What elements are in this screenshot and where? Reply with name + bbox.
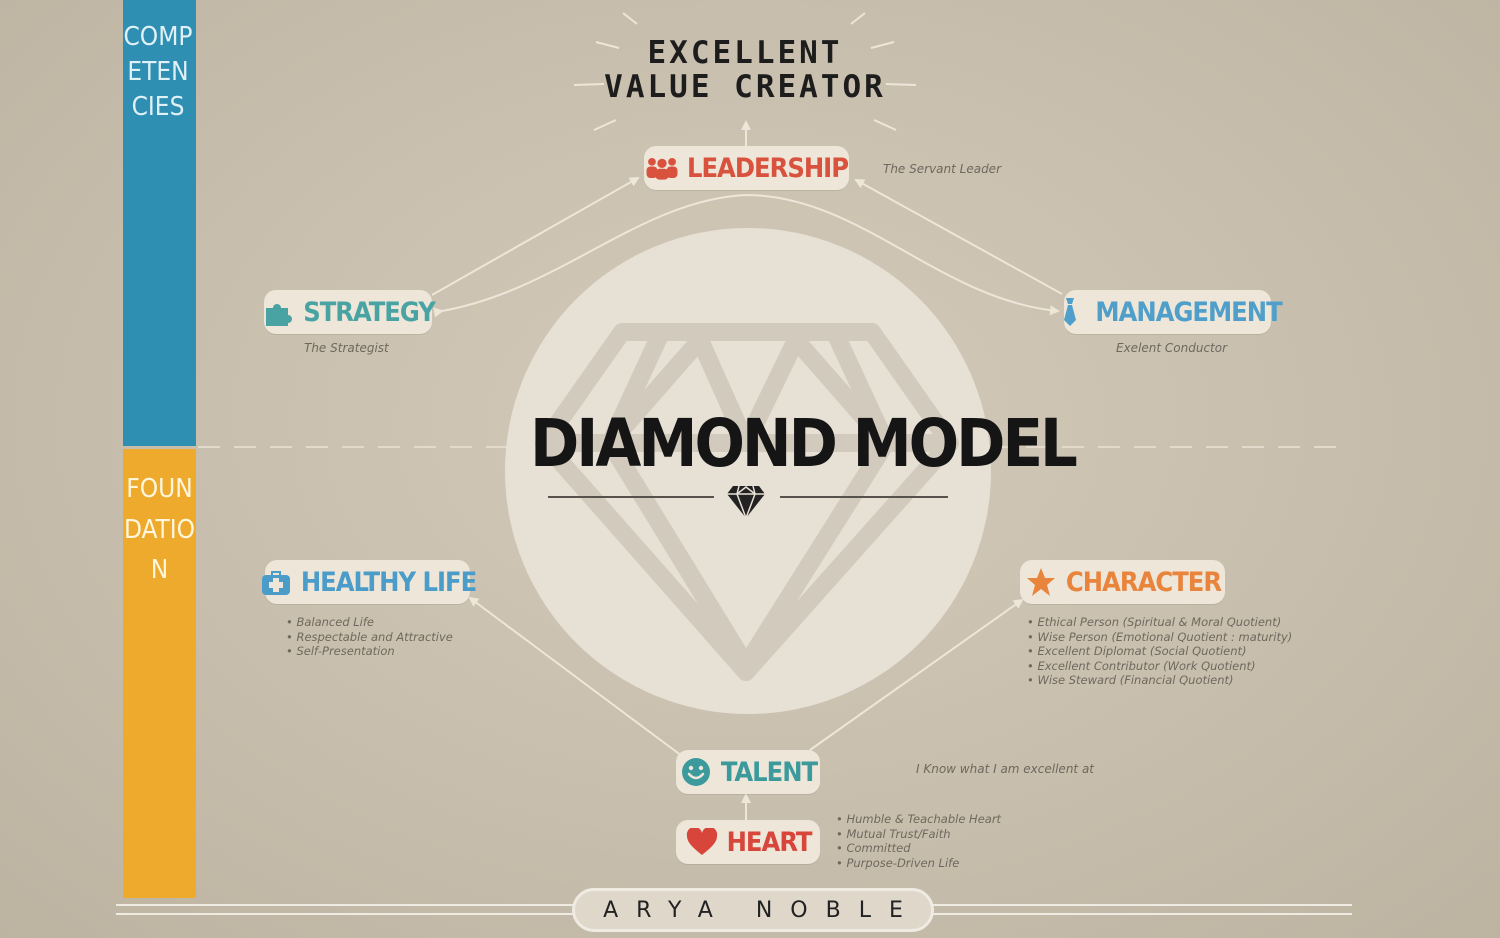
competencies-label: COMPETENCIES — [123, 22, 193, 122]
talent-tagline: I Know what I am excellent at — [916, 762, 1095, 776]
list-item: Balanced Life — [286, 615, 453, 630]
list-item: Committed — [836, 841, 1001, 856]
management-tagline: Exelent Conductor — [1116, 341, 1228, 355]
diamond-icon — [727, 485, 765, 521]
arrow-talent-to-character — [809, 598, 1024, 751]
arc-strategy-management — [433, 193, 1060, 318]
arrow-management-to-leadership — [854, 179, 1063, 295]
character-label: CHARACTER — [1065, 566, 1222, 598]
heart-node: HEART — [676, 820, 820, 864]
list-item: Humble & Teachable Heart — [836, 812, 1001, 827]
star-icon — [1024, 565, 1058, 599]
foundation-bar: FOUNDATION — [123, 449, 196, 898]
group-icon — [645, 151, 679, 185]
list-item: Excellent Diplomat (Social Quotient) — [1027, 644, 1292, 659]
puzzle-icon — [261, 295, 295, 329]
talent-node: TALENT — [676, 750, 820, 794]
list-item: Wise Person (Emotional Quotient : maturi… — [1027, 630, 1292, 645]
heart-label: HEART — [726, 826, 813, 858]
leadership-tagline: The Servant Leader — [883, 162, 1002, 176]
leadership-label: LEADERSHIP — [686, 152, 849, 184]
strategy-label: STRATEGY — [303, 296, 436, 328]
heart-icon — [685, 825, 719, 859]
list-item: Excellent Contributor (Work Quotient) — [1027, 659, 1292, 674]
healthy-life-label: HEALTHY LIFE — [300, 566, 477, 598]
tie-icon — [1053, 295, 1087, 329]
foundation-label: FOUNDATION — [123, 474, 196, 585]
management-node: MANAGEMENT — [1064, 290, 1283, 334]
heart-bullets: Humble & Teachable Heart Mutual Trust/Fa… — [836, 812, 1001, 870]
title-rays — [573, 12, 917, 131]
arrow-talent-to-healthy-life — [468, 596, 683, 757]
arrow-strategy-to-leadership — [431, 177, 640, 296]
leadership-node: LEADERSHIP — [644, 146, 849, 190]
talent-label: TALENT — [720, 756, 818, 788]
competencies-bar: COMPETENCIES — [123, 0, 196, 446]
list-item: Ethical Person (Spiritual & Moral Quotie… — [1027, 615, 1292, 630]
management-label: MANAGEMENT — [1095, 296, 1282, 328]
goal-title: EXCELLENT VALUE CREATOR — [600, 36, 890, 104]
healthy-life-node: HEALTHY LIFE — [261, 560, 477, 604]
list-item: Self-Presentation — [286, 644, 453, 659]
character-node: CHARACTER — [1020, 560, 1225, 604]
strategy-tagline: The Strategist — [304, 341, 389, 355]
character-bullets: Ethical Person (Spiritual & Moral Quotie… — [1027, 615, 1292, 688]
list-item: Purpose-Driven Life — [836, 856, 1001, 871]
author-name: ARYA NOBLE — [572, 888, 934, 932]
healthy-life-bullets: Balanced Life Respectable and Attractive… — [286, 615, 453, 659]
list-item: Mutual Trust/Faith — [836, 827, 1001, 842]
smiley-icon — [679, 755, 713, 789]
center-circle — [505, 228, 991, 714]
goal-title-line1: EXCELLENT — [647, 35, 843, 71]
first-aid-kit-icon — [259, 565, 293, 599]
strategy-node: STRATEGY — [261, 290, 436, 334]
goal-title-line2: VALUE CREATOR — [604, 69, 886, 105]
list-item: Wise Steward (Financial Quotient) — [1027, 673, 1292, 688]
list-item: Respectable and Attractive — [286, 630, 452, 645]
